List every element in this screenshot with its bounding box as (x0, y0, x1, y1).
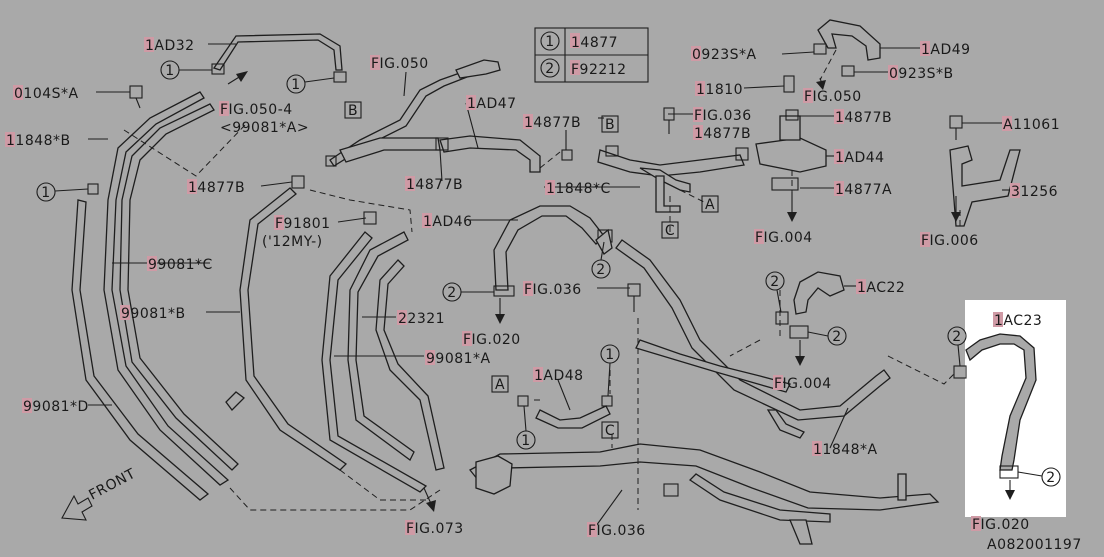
label-99081a-paren: <99081*A> (220, 120, 309, 136)
box-c: C (605, 423, 615, 439)
label-fig004: FIG.004 (774, 376, 832, 392)
label-fig050-4: FIG.050-4 (220, 102, 293, 118)
box-b: B (605, 117, 615, 133)
label-fig036: FIG.036 (524, 282, 582, 298)
callout-1: 1 (605, 347, 614, 363)
label-12my: ('12MY-) (262, 234, 323, 250)
callout-1: 1 (165, 63, 174, 79)
label-markers (5, 37, 1020, 537)
box-a: A (705, 197, 715, 213)
callout-1: 1 (521, 433, 530, 449)
label-fig050: FIG.050 (804, 89, 862, 105)
callouts-one: 1 1 1 1 1 (36, 60, 620, 450)
callout-2: 2 (952, 329, 961, 345)
label-22321: 22321 (398, 311, 445, 327)
label-11848c: 11848*C (546, 181, 611, 197)
label-14877b: 14877B (406, 177, 463, 193)
callout-2: 2 (447, 285, 456, 301)
callout-2: 2 (1046, 470, 1055, 486)
label-leaders (88, 43, 1010, 527)
arrows (227, 71, 1015, 512)
clamps (87, 43, 1019, 497)
box-c: C (665, 223, 675, 239)
label-fig020: FIG.020 (972, 517, 1030, 533)
label-31256: 31256 (1011, 184, 1058, 200)
bracket-31256 (949, 145, 1021, 227)
box-a: A (495, 377, 505, 393)
callout-1: 1 (41, 185, 50, 201)
callout-1: 1 (291, 77, 300, 93)
label-11810: 11810 (696, 82, 743, 98)
callout-2: 2 (770, 274, 779, 290)
label-0104s-a: 0104S*A (14, 86, 79, 102)
callout-2: 2 (596, 262, 605, 278)
legend-num-2: 2 (545, 61, 554, 77)
label-1ad49: 1AD49 (921, 42, 971, 58)
label-fig050: FIG.050 (371, 56, 429, 72)
label-99081c: 99081*C (148, 257, 213, 273)
label-fig020: FIG.020 (463, 332, 521, 348)
label-1ac23: 1AC23 (994, 313, 1042, 329)
label-14877b: 14877B (694, 126, 751, 142)
label-14877b: 14877B (835, 110, 892, 126)
label-11848b: 11848*B (6, 133, 71, 149)
part-labels: 1AD32 0104S*A FIG.050-4 <99081*A> 11848*… (6, 38, 1082, 553)
label-0923s-b: 0923S*B (889, 66, 954, 82)
hoses (71, 19, 1037, 545)
label-14877a: 14877A (835, 182, 892, 198)
label-0923s-a: 0923S*A (692, 47, 757, 63)
label-1ad48: 1AD48 (534, 368, 584, 384)
catalog-number: A082001197 (987, 537, 1082, 553)
box-b: B (348, 103, 358, 119)
callout-2: 2 (832, 329, 841, 345)
bracket-11848c (655, 175, 681, 213)
label-11848a: 11848*A (813, 442, 878, 458)
legend-part-2: F92212 (571, 62, 627, 78)
legend-num-1: 1 (545, 34, 554, 50)
label-99081a: 99081*A (426, 351, 491, 367)
front-arrow-icon: FRONT (61, 466, 138, 521)
label-99081d: 99081*D (23, 399, 89, 415)
label-1ad46: 1AD46 (423, 214, 473, 230)
label-fig036: FIG.036 (694, 108, 752, 124)
label-14877b: 14877B (524, 115, 581, 131)
label-fig073: FIG.073 (406, 521, 464, 537)
label-a11061: A11061 (1003, 117, 1060, 133)
label-1ad32: 1AD32 (145, 38, 195, 54)
label-fig036: FIG.036 (588, 523, 646, 539)
legend-part-1: 14877 (571, 35, 618, 51)
label-99081b: 99081*B (121, 306, 186, 322)
label-1ad47: 1AD47 (467, 96, 517, 112)
front-label: FRONT (86, 466, 138, 504)
label-fig004: FIG.004 (755, 230, 813, 246)
label-14877b: 14877B (188, 180, 245, 196)
label-fig006: FIG.006 (921, 233, 979, 249)
callouts-two: 2 2 2 2 2 2 (442, 241, 1061, 487)
legend-table: 1 2 14877 F92212 (534, 27, 649, 83)
label-f91801: F91801 (275, 216, 331, 232)
box-refs: B B A C A C (344, 101, 719, 439)
label-1ad44: 1AD44 (835, 150, 885, 166)
label-1ac22: 1AC22 (857, 280, 905, 296)
